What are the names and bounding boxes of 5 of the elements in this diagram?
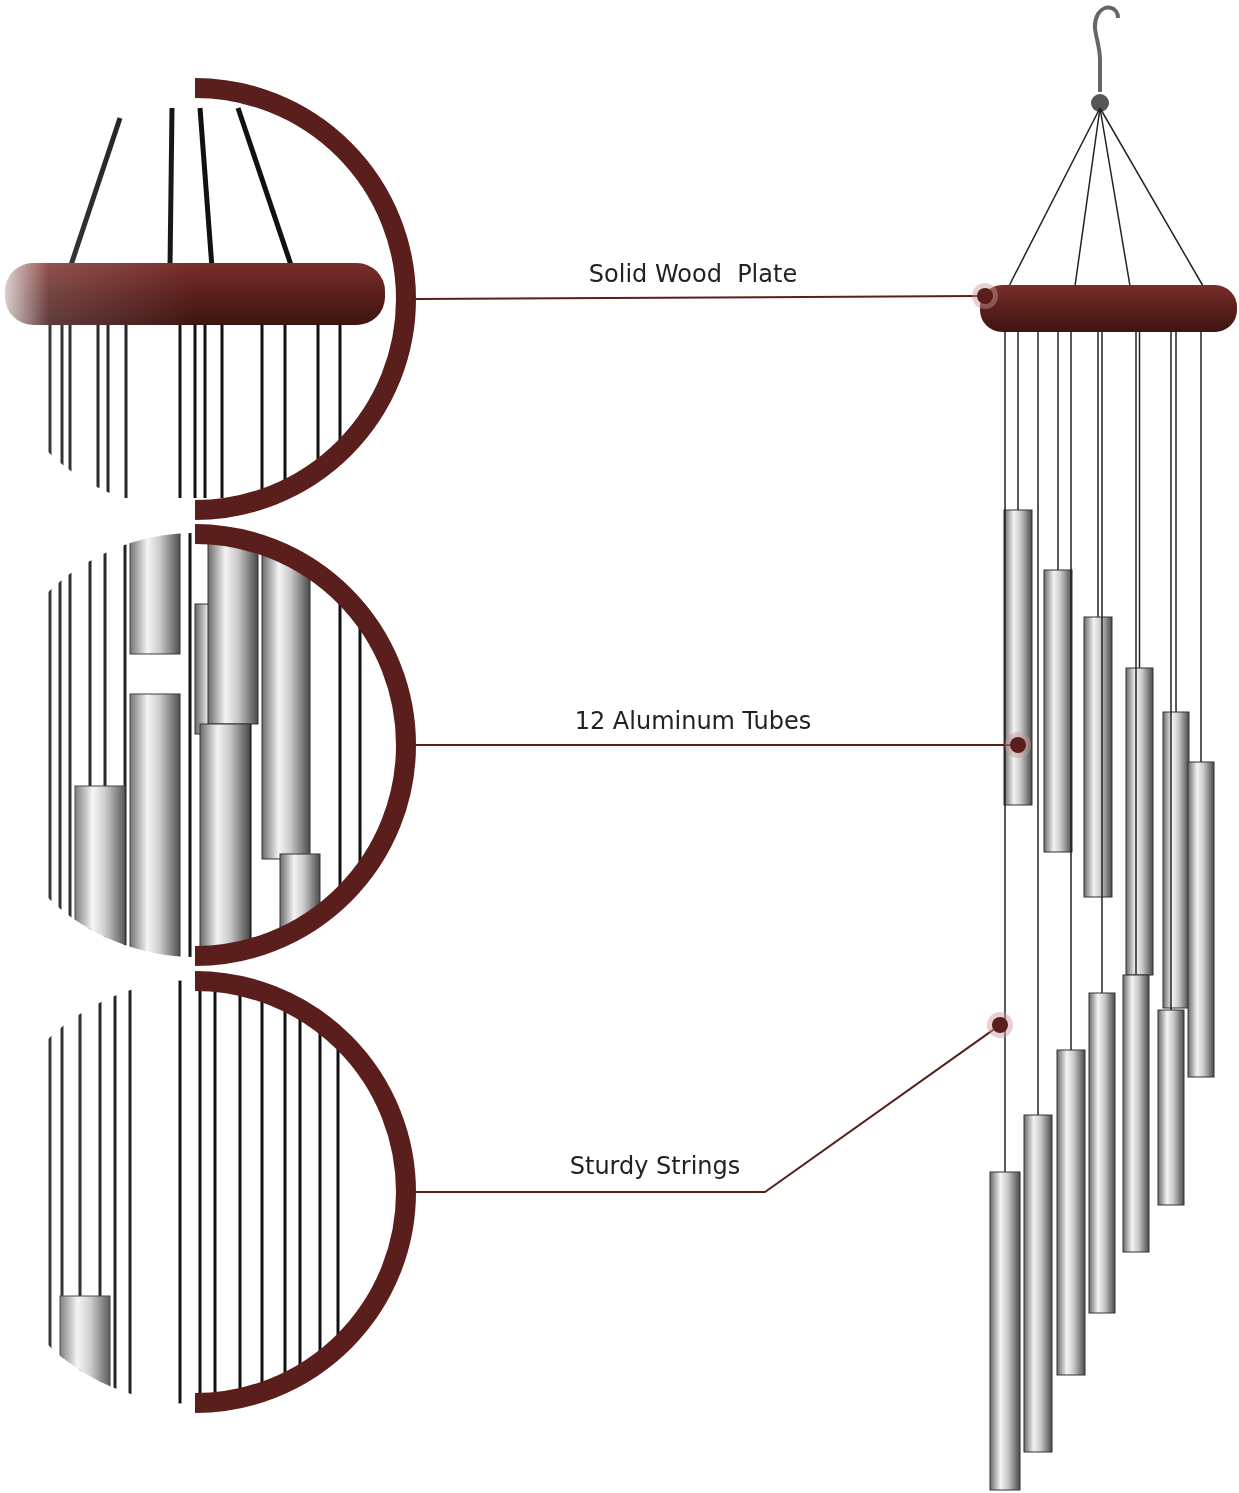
leader-line [415, 295, 978, 300]
leader-line [415, 744, 1011, 746]
leader-line [415, 1028, 995, 1193]
pointer-dot [977, 288, 993, 304]
pointer-dot [992, 1017, 1008, 1033]
